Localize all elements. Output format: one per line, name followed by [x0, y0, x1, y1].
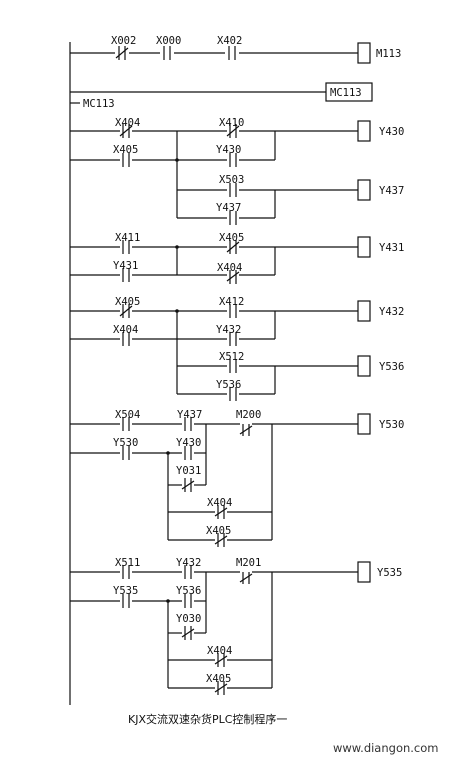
nc-contact-slash	[119, 305, 133, 317]
nc-contact-slash	[214, 655, 228, 665]
contact-label: X404	[207, 645, 232, 657]
contact-label: X404	[217, 262, 242, 274]
coil-box	[357, 300, 371, 322]
contact-label: X504	[115, 409, 140, 421]
coil-label: Y432	[379, 306, 404, 318]
junction-dot	[175, 309, 179, 313]
contact-label: Y432	[176, 557, 201, 569]
nc-contact-slash	[214, 535, 228, 545]
contact-label: X511	[115, 557, 140, 569]
site-watermark: www.diangon.com	[333, 741, 439, 755]
coil-label: Y535	[377, 567, 402, 579]
contact-label: X412	[219, 296, 244, 308]
contact-label: X002	[111, 35, 136, 47]
coil-box	[357, 42, 371, 64]
contact-label: X405	[206, 673, 231, 685]
contact-label: X503	[219, 174, 244, 186]
coil-box	[357, 120, 371, 142]
junction-dot	[175, 245, 179, 249]
nc-contact-slash	[115, 47, 129, 59]
master-control-box	[325, 82, 373, 102]
contact-label: X405	[115, 296, 140, 308]
coil-box	[357, 561, 371, 583]
nc-contact-slash	[119, 125, 133, 137]
nc-contact-slash	[181, 480, 195, 490]
contact-label: X404	[207, 497, 232, 509]
contact-label: X411	[115, 232, 140, 244]
coil-box	[357, 236, 371, 258]
master-control-label: MC113	[83, 98, 115, 110]
contact-label: Y536	[216, 379, 241, 391]
nc-contact-slash	[239, 573, 253, 583]
contact-label: X404	[113, 324, 138, 336]
contact-label: Y530	[113, 437, 138, 449]
contact-label: M200	[236, 409, 261, 421]
nc-contact-slash	[239, 425, 253, 435]
contact-label: Y432	[216, 324, 241, 336]
contact-label: Y030	[176, 613, 201, 625]
contact-label: X405	[206, 525, 231, 537]
contact-label: X512	[219, 351, 244, 363]
diagram-caption: KJX交流双速杂货PLC控制程序一	[128, 712, 287, 726]
nc-contact-slash	[226, 125, 240, 137]
coil-box	[357, 355, 371, 377]
coil-label: Y437	[379, 185, 404, 197]
contact-label: X000	[156, 35, 181, 47]
contact-label: X405	[113, 144, 138, 156]
coil-box	[357, 413, 371, 435]
contact-label: Y437	[177, 409, 202, 421]
coil-label: Y430	[379, 126, 404, 138]
coil-label: Y536	[379, 361, 404, 373]
contact-label: X410	[219, 117, 244, 129]
contact-label: Y535	[113, 585, 138, 597]
contact-label: Y536	[176, 585, 201, 597]
contact-label: Y437	[216, 202, 241, 214]
contact-label: Y031	[176, 465, 201, 477]
nc-contact-slash	[226, 241, 240, 253]
coil-label: Y530	[379, 419, 404, 431]
nc-contact-slash	[226, 271, 240, 282]
contact-label: X402	[217, 35, 242, 47]
contact-label: Y431	[113, 260, 138, 272]
junction-dot	[175, 158, 179, 162]
coil-label: M113	[376, 48, 401, 60]
contact-label: Y430	[216, 144, 241, 156]
contact-label: X404	[115, 117, 140, 129]
nc-contact-slash	[214, 507, 228, 517]
nc-contact-slash	[214, 683, 228, 693]
contact-label: X405	[219, 232, 244, 244]
contact-label: Y430	[176, 437, 201, 449]
coil-label: Y431	[379, 242, 404, 254]
coil-box	[357, 179, 371, 201]
nc-contact-slash	[181, 628, 195, 638]
master-control-coil-label: MC113	[330, 87, 362, 99]
contact-label: M201	[236, 557, 261, 569]
